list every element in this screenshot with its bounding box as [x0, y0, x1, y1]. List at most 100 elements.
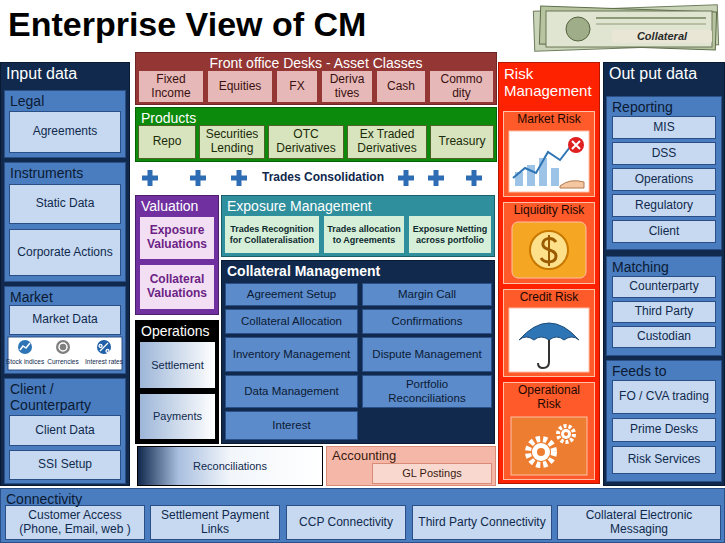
risk-box: Liquidity Risk: [503, 202, 595, 284]
desk-box: Fixed Income: [138, 70, 204, 103]
plus-sign: [466, 170, 482, 186]
box-label: Corporate Actions: [17, 246, 112, 260]
desk-panel: Front office Desks - Asset ClassesFixed …: [135, 52, 497, 105]
item-box: Prime Desks: [612, 418, 716, 442]
exposure-box: Trades Recognition for Collateralisation: [224, 215, 320, 254]
risk-box: Credit Risk: [503, 289, 595, 377]
item-box: Customer Access (Phone, Email, web ): [5, 505, 145, 540]
box-label: Inventory Management: [233, 348, 351, 361]
panel-heading: Matching: [607, 257, 721, 277]
box-label: Confirmations: [392, 315, 463, 328]
risk-panel: Risk ManagementMarket RiskLiquidity Risk…: [498, 62, 600, 484]
banknote-picture: [533, 5, 718, 51]
item-box: Third Party: [612, 301, 716, 323]
exposure-panel: Exposure ManagementTrades Recognition fo…: [221, 195, 495, 257]
box-label: Operational Risk: [507, 384, 591, 412]
function-box: Inventory Management: [225, 337, 358, 372]
item-box: Custodian: [612, 326, 716, 348]
item-box: Static Data: [9, 184, 121, 224]
item-box: Operations: [612, 168, 716, 191]
box-label: Prime Desks: [630, 423, 698, 437]
function-box: Collateral Allocation: [225, 309, 358, 334]
icon-caption: Currencies: [44, 358, 82, 365]
box-label: Securities Lending: [203, 128, 261, 156]
panel-heading: Accounting: [327, 447, 495, 466]
item-box: Third Party Connectivity: [412, 505, 552, 540]
panel-heading: Exposure Management: [222, 196, 494, 216]
item-box: Counterparty: [612, 276, 716, 298]
item-box: DSS: [612, 142, 716, 165]
product-box: Repo: [138, 125, 196, 159]
product-box: OTC Derivatives: [268, 125, 344, 159]
plus-sign: [428, 170, 444, 186]
banknote-caption: Collateral: [612, 30, 712, 43]
group-box: MatchingCounterpartyThird PartyCustodian: [606, 256, 722, 356]
valuation-panel: ValuationExposure ValuationsCollateral V…: [135, 195, 219, 315]
box-label: Reconciliations: [193, 460, 267, 473]
product-box: Ex Traded Derivatives: [347, 125, 427, 159]
item-box: Corporate Actions: [9, 229, 121, 276]
panel-heading: Connectivity: [1, 489, 724, 509]
operations-panel: OperationsSettlementPayments: [135, 320, 219, 444]
flow-caption: Trades Consolidation: [250, 171, 396, 185]
banknote-line: [596, 24, 706, 25]
accounting-panel: AccountingGL Postings: [326, 446, 496, 486]
box-label: Agreement Setup: [247, 288, 337, 301]
plus-sign: [398, 170, 414, 186]
box-label: Collateral Allocation: [241, 315, 342, 328]
box-label: Client Data: [35, 424, 94, 438]
panel-heading: Legal: [5, 91, 125, 111]
box-label: Ex Traded Derivatives: [351, 128, 423, 156]
collateral-panel: Collateral ManagementAgreement SetupMarg…: [221, 260, 495, 444]
function-box: Data Management: [225, 375, 358, 408]
item-box: Client Data: [9, 415, 121, 446]
box-label: GL Postings: [402, 467, 462, 480]
box-label: Settlement Payment Links: [154, 509, 276, 537]
box-label: Payments: [153, 410, 202, 423]
box-label: Liquidity Risk: [514, 204, 585, 218]
box-label: Collateral Electronic Messaging: [561, 509, 717, 537]
icon-caption: Interest rates: [82, 358, 126, 365]
box-label: Cash: [387, 80, 415, 94]
function-box: Portfolio Reconciliations: [362, 375, 492, 408]
box-label: Dispute Management: [372, 348, 481, 361]
banknote: [546, 11, 712, 47]
box-label: Market Data: [32, 313, 97, 327]
box-label: Commo dity: [433, 73, 490, 101]
valuation-box: Exposure Valuations: [139, 216, 215, 260]
item-box: Market Data: [9, 305, 121, 335]
function-box: Margin Call: [362, 283, 492, 306]
box-label: Margin Call: [398, 288, 456, 301]
icon-caption: Stock indices: [5, 358, 45, 365]
item-box: Collateral Electronic Messaging: [557, 505, 721, 540]
accounting-box: GL Postings: [372, 463, 492, 484]
page-title: Enterprise View of CM: [8, 2, 366, 46]
box-label: Operations: [635, 173, 694, 187]
box-label: Collateral Valuations: [143, 273, 211, 301]
box-label: Customer Access (Phone, Email, web ): [9, 509, 141, 537]
group-box: ReportingMISDSSOperationsRegulatoryClien…: [606, 96, 722, 250]
desk-box: FX: [276, 70, 318, 103]
box-label: Exposure Valuations: [143, 224, 211, 252]
desk-box: Cash: [376, 70, 426, 103]
plus-sign: [142, 170, 158, 186]
function-box: Dispute Management: [362, 337, 492, 372]
panel-heading: Front office Desks - Asset Classes: [136, 53, 496, 73]
panel-heading: Input data: [1, 63, 129, 85]
risk-box: Operational Risk: [503, 382, 595, 480]
banknote: [533, 5, 718, 51]
box-label: FO / CVA trading: [619, 390, 709, 404]
label-holder: Currencies: [44, 358, 82, 365]
desk-box: Deriva tives: [321, 70, 373, 103]
column-panel: Input dataLegalAgreementsInstrumentsStat…: [0, 62, 130, 486]
box-label: MIS: [653, 121, 674, 135]
function-box: Confirmations: [362, 309, 492, 334]
plus-sign: [190, 170, 206, 186]
box-label: Trades allocation to Agreements: [327, 224, 401, 245]
product-panel: ProductsRepoSecurities LendingOTC Deriva…: [135, 107, 497, 162]
box-label: Repo: [153, 135, 182, 149]
box-label: FX: [289, 80, 304, 94]
banknote-line: [596, 17, 706, 19]
panel-heading: Operations: [136, 321, 218, 341]
banknote: [539, 6, 716, 50]
